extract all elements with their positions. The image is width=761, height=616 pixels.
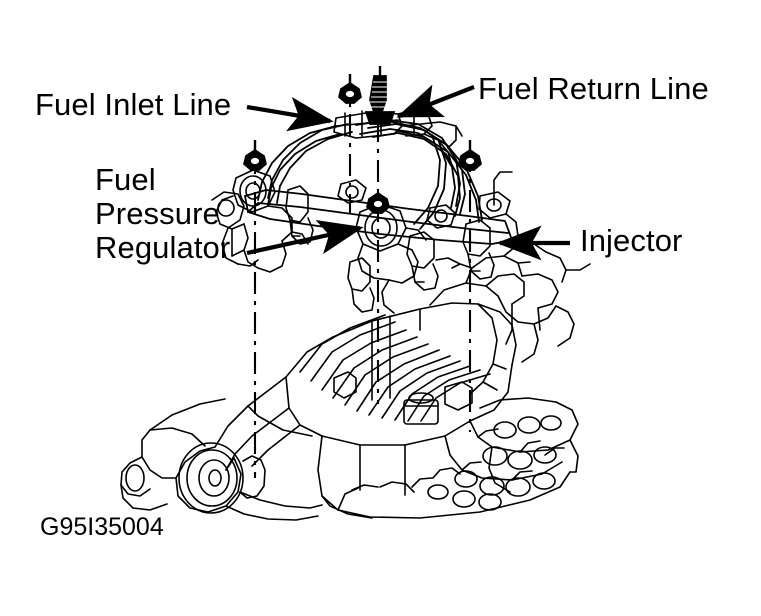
callout-label-fuel-pressure-regulator: Fuel Pressure Regulator bbox=[95, 162, 231, 265]
callout-label-fuel-return-line: Fuel Return Line bbox=[478, 71, 709, 106]
engine-assembly bbox=[120, 109, 591, 521]
rear-bracket-assembly bbox=[429, 243, 591, 363]
supercharger-snout-and-pulley bbox=[120, 376, 313, 514]
intake-center-structures bbox=[333, 308, 473, 496]
callout-label-injector: Injector bbox=[580, 223, 683, 258]
bolt-left bbox=[243, 140, 267, 171]
fastener-group bbox=[243, 66, 482, 214]
centerline-group bbox=[253, 74, 472, 478]
figure-id-code: G95I35004 bbox=[40, 513, 164, 541]
fuel-pressure-regulator bbox=[215, 169, 309, 273]
fuel-line-junction-block bbox=[333, 109, 463, 167]
bolt-center-lower bbox=[366, 191, 390, 214]
arrow-fuel-inlet-line bbox=[246, 96, 334, 132]
bolt-right bbox=[458, 140, 482, 171]
callout-arrows bbox=[246, 84, 570, 261]
stud-mid bbox=[364, 66, 396, 125]
injector-group bbox=[285, 185, 495, 313]
engine-block-and-heads bbox=[225, 397, 579, 521]
bolt-mid-left bbox=[338, 74, 362, 104]
arrow-fuel-pressure-regulator bbox=[246, 220, 364, 256]
arrow-fuel-return-line bbox=[396, 84, 475, 118]
callout-label-fuel-inlet-line: Fuel Inlet Line bbox=[35, 87, 232, 122]
